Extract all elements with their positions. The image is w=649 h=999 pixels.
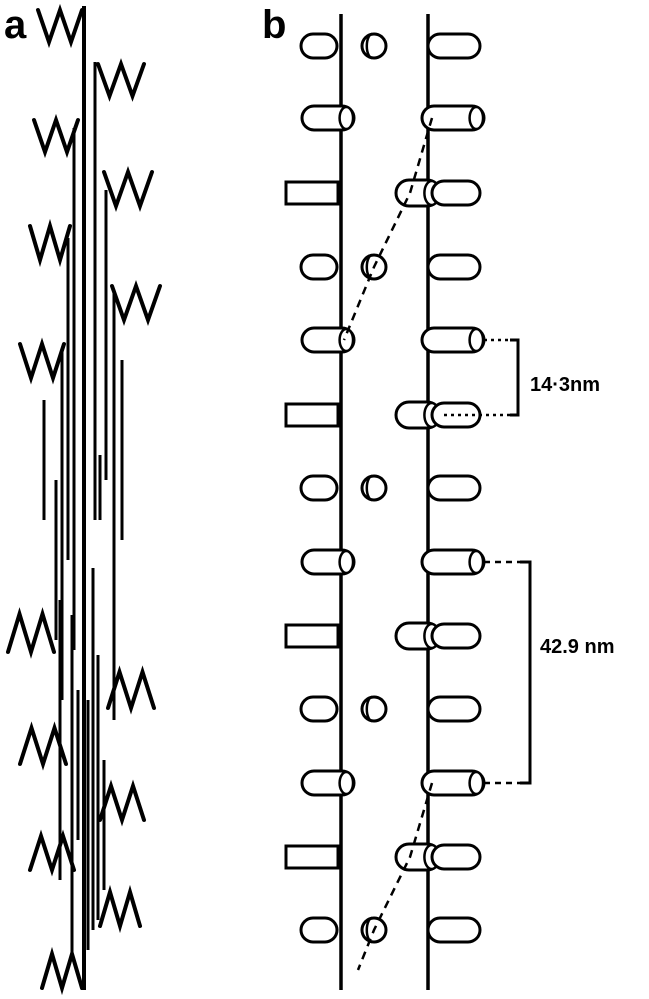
- crossbridge-body: [299, 474, 339, 502]
- myosin-head-w-icon: [96, 58, 146, 102]
- crossbridge-right: [430, 843, 482, 871]
- crossbridge-right: [430, 622, 482, 650]
- crossbridge-right: [426, 474, 482, 502]
- crossbridge-right: [426, 695, 482, 723]
- myosin-head-w-icon: [36, 3, 84, 49]
- crossbridge-body: [299, 32, 339, 60]
- bracket-42-9nm: [520, 560, 532, 785]
- myosin-head-m-icon: [106, 665, 156, 715]
- crossbridge-left-capped: [300, 548, 356, 576]
- crossbridge-body: [426, 253, 482, 281]
- crossbridge-end-on: [360, 32, 388, 60]
- crossbridge-left-bar: [284, 402, 340, 428]
- myosin-head-m-icon: [6, 607, 56, 659]
- crossbridge-end: [468, 105, 485, 131]
- crossbridge-right: [426, 253, 482, 281]
- myosin-head-m-icon: [40, 946, 84, 996]
- subunit-rim: [365, 695, 373, 723]
- crossbridge-left-short: [299, 253, 339, 281]
- subunit-rim: [365, 474, 373, 502]
- myosin-head-m-icon: [98, 884, 142, 934]
- crossbridge-body: [426, 916, 482, 944]
- crossbridge-end: [338, 105, 355, 131]
- bracket-14-3nm: [510, 338, 520, 417]
- panel-label-b: b: [262, 3, 286, 47]
- helix-trace-lower: [356, 782, 434, 971]
- panel-b-crossbridge-diagram: [284, 14, 532, 990]
- myosin-head-w-icon: [110, 279, 162, 327]
- crossbridge-end: [468, 549, 485, 575]
- crossbridge-left-short: [299, 474, 339, 502]
- crossbridge-body: [426, 474, 482, 502]
- crossbridge-left-capped: [300, 104, 356, 132]
- crossbridge-body: [430, 843, 482, 871]
- crossbridge-right-capped: [420, 104, 486, 132]
- crossbridge-body: [299, 916, 339, 944]
- crossbridge-right: [426, 916, 482, 944]
- crossbridge-body: [299, 695, 339, 723]
- crossbridge-end: [338, 770, 355, 796]
- crossbridge-end-on: [360, 695, 388, 723]
- crossbridge-left-capped: [300, 769, 356, 797]
- subunit-rim: [365, 32, 373, 60]
- panel-label-a: a: [4, 3, 27, 47]
- crossbridge-end: [468, 327, 485, 353]
- crossbridge-body: [299, 253, 339, 281]
- crossbridge-end: [468, 770, 485, 796]
- crossbridge-end: [338, 549, 355, 575]
- myosin-head-w-icon: [102, 165, 154, 213]
- myosin-head-w-icon: [32, 113, 80, 159]
- myosin-head-m-icon: [98, 779, 146, 827]
- myosin-head-m-icon: [18, 721, 68, 771]
- crossbridge-end: [338, 327, 355, 353]
- crossbridge-body: [426, 695, 482, 723]
- panel-a-thick-filament-diagram: [6, 3, 162, 996]
- crossbridge-left-short: [299, 916, 339, 944]
- crossbridge-body: [426, 32, 482, 60]
- myosin-head-w-icon: [28, 218, 72, 268]
- crossbridge-left-bar: [284, 844, 340, 870]
- crossbridge-body: [430, 622, 482, 650]
- dimension-label-14-3nm: 14·3nm: [530, 374, 600, 396]
- crossbridge-end-on: [360, 474, 388, 502]
- myosin-head-m-icon: [28, 829, 76, 877]
- crossbridge-body: [430, 179, 482, 207]
- crossbridge-left-short: [299, 695, 339, 723]
- crossbridge-left-bar: [284, 623, 340, 649]
- crossbridge-left-bar: [284, 180, 340, 206]
- dimension-label-42-9nm: 42.9 nm: [540, 636, 614, 658]
- crossbridge-right: [426, 32, 482, 60]
- crossbridge-left-short: [299, 32, 339, 60]
- crossbridge-right-capped: [420, 548, 486, 576]
- crossbridge-right: [430, 179, 482, 207]
- helix-trace-upper: [342, 117, 434, 341]
- crossbridge-right-capped: [420, 326, 486, 354]
- myosin-head-w-icon: [18, 337, 66, 385]
- crossbridge-left-capped: [300, 326, 356, 354]
